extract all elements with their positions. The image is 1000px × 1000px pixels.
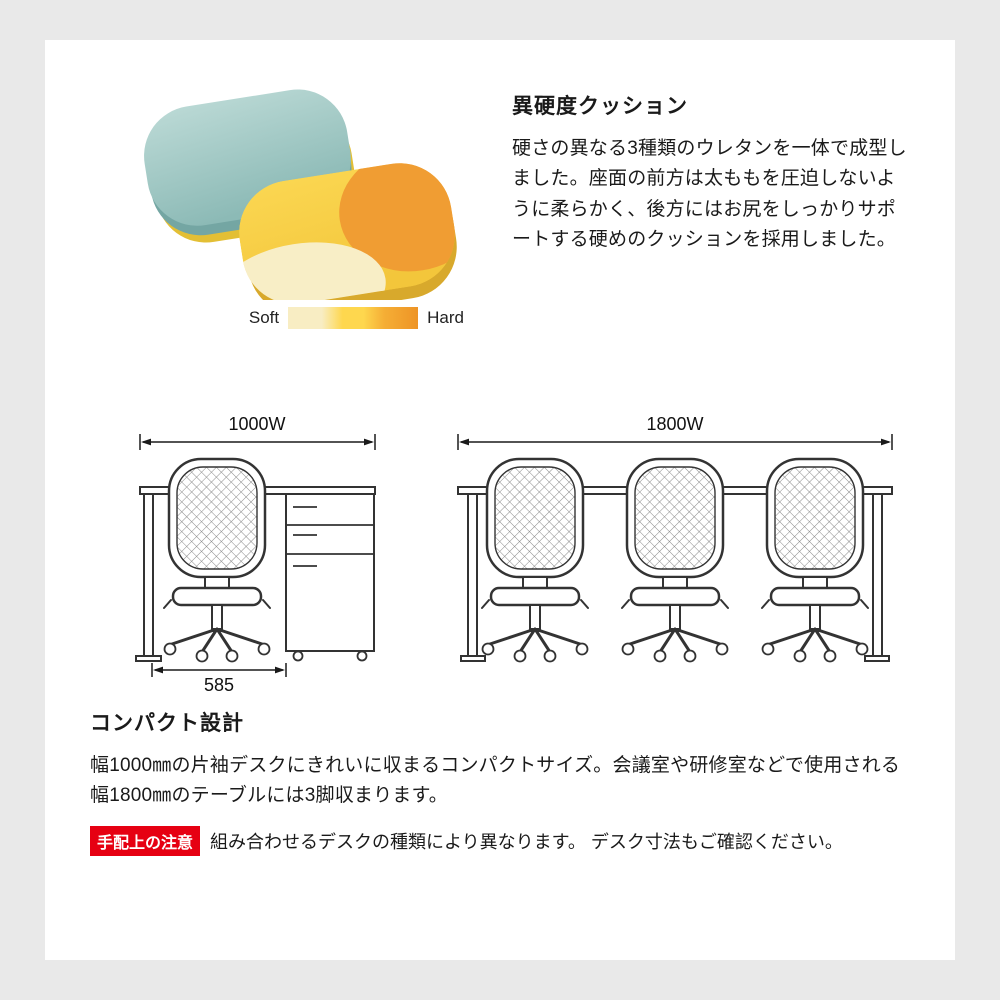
desk-drawing — [135, 486, 376, 662]
cushion-section: Soft Hard 異硬度クッション 硬さの異なる3種類のウレタンを一体で成型し… — [90, 88, 910, 329]
cushion-body-text: 硬さの異なる3種類のウレタンを一体で成型しました。座面の前方は太ももを圧迫しない… — [512, 138, 907, 251]
table-diagram: 1800W — [457, 414, 893, 663]
cushion-figure: Soft Hard — [90, 88, 490, 329]
chair-icon — [760, 457, 870, 663]
compact-heading: コンパクト設計 — [90, 712, 244, 735]
hardness-gradient-bar — [288, 307, 419, 329]
caution-note: 手配上の注意 組み合わせるデスクの種類により異なります。 デスク寸法もご確認くだ… — [90, 825, 910, 856]
caution-badge: 手配上の注意 — [90, 825, 201, 856]
chair-icon — [162, 457, 272, 663]
cushion-bottom-layer — [231, 155, 463, 316]
chair-icon — [620, 457, 730, 663]
table-width-label: 1800W — [646, 414, 703, 434]
cushion-heading: 異硬度クッション — [512, 95, 688, 118]
cushion-copy: 異硬度クッション 硬さの異なる3種類のウレタンを一体で成型しました。座面の前方は… — [512, 88, 910, 256]
desk-diagram: 1000W — [135, 414, 376, 693]
product-detail-card: Soft Hard 異硬度クッション 硬さの異なる3種類のウレタンを一体で成型し… — [45, 40, 955, 960]
legend-soft-label: Soft — [248, 308, 280, 327]
chair-icon — [480, 457, 590, 663]
cushion-illustration — [144, 89, 463, 316]
layout-diagrams-section: 1000W — [90, 413, 910, 693]
caution-text: 組み合わせるデスクの種類により異なります。 デスク寸法もご確認ください。 — [210, 831, 843, 852]
hardness-legend: Soft Hard — [90, 307, 490, 329]
desk-width-dimension: 1000W — [139, 414, 376, 450]
chair-depth-dimension: 585 — [151, 663, 287, 693]
desk-width-label: 1000W — [228, 414, 285, 434]
compact-design-section: コンパクト設計 幅1000㎜の片袖デスクにきれいに収まるコンパクトサイズ。会議室… — [90, 707, 910, 856]
table-width-dimension: 1800W — [457, 414, 893, 450]
chair-depth-label: 585 — [204, 675, 234, 693]
legend-hard-label: Hard — [427, 308, 464, 327]
compact-body-text: 幅1000㎜の片袖デスクにきれいに収まるコンパクトサイズ。会議室や研修室などで使… — [90, 755, 901, 807]
